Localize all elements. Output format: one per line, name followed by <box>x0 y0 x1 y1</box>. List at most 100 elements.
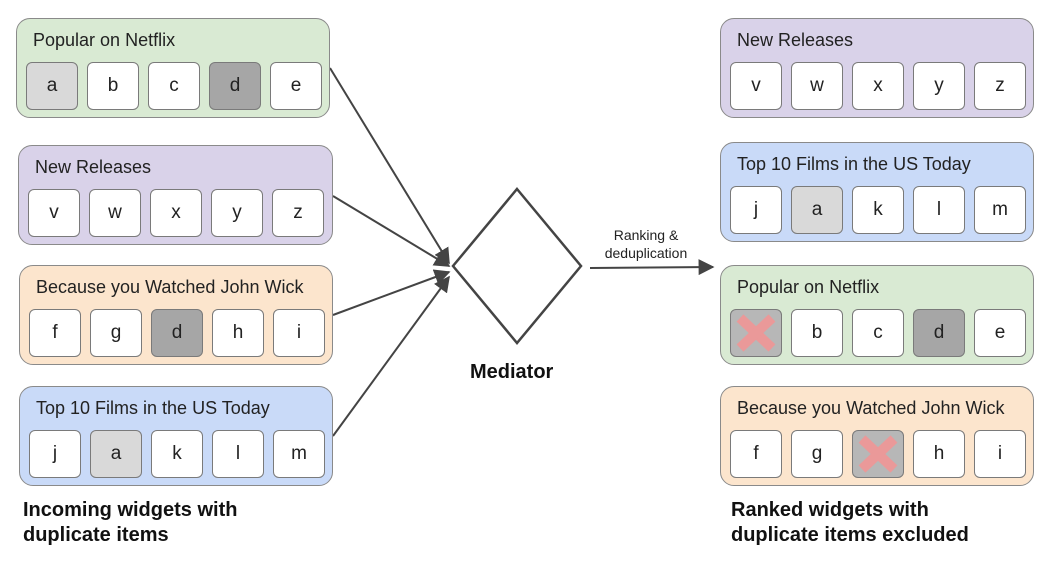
item-label: y <box>934 75 944 96</box>
widget-new-releases: New Releases v w x y z <box>720 18 1034 118</box>
item-j: j <box>730 186 782 234</box>
item-x: x <box>852 62 904 110</box>
item-label: v <box>751 75 761 96</box>
ranked-caption: Ranked widgets with duplicate items excl… <box>731 498 969 548</box>
item-h: h <box>913 430 965 478</box>
arrow-new-releases <box>332 195 451 267</box>
ranking-label-line2: deduplication <box>604 245 688 261</box>
item-label: k <box>873 199 883 220</box>
item-w: w <box>89 189 141 237</box>
item-g: g <box>90 309 142 357</box>
item-label: l <box>936 199 942 220</box>
item-label: i <box>997 443 1003 464</box>
item-label: z <box>995 75 1005 96</box>
item-z: z <box>272 189 324 237</box>
item-label: b <box>811 322 823 343</box>
item-label: e <box>994 322 1006 343</box>
widget-items: v w x y z <box>730 62 1026 110</box>
item-label: h <box>933 443 945 464</box>
widget-title: Because you Watched John Wick <box>737 398 1005 418</box>
widget-title: Because you Watched John Wick <box>36 277 304 297</box>
widget-because-you-watched-john-wick: Because you Watched John Wick f g h i <box>720 386 1034 486</box>
item-f: f <box>29 309 81 357</box>
arrow-john-wick <box>332 269 451 316</box>
item-b: b <box>87 62 139 110</box>
widget-title: New Releases <box>737 30 854 50</box>
item-label: x <box>873 75 883 96</box>
item-label: j <box>52 443 58 464</box>
widget-title: Top 10 Films in the US Today <box>36 398 270 418</box>
item-d: d <box>209 62 261 110</box>
item-i: i <box>974 430 1026 478</box>
item-v: v <box>28 189 80 237</box>
widget-items: f g h i <box>730 430 1026 478</box>
item-l: l <box>913 186 965 234</box>
widget-popular-on-netflix: Popular on Netflix b c d e <box>720 265 1034 365</box>
item-d: d <box>913 309 965 357</box>
excluded-item <box>730 309 782 357</box>
cross-icon <box>736 314 776 352</box>
item-w: w <box>791 62 843 110</box>
item-z: z <box>974 62 1026 110</box>
item-label: g <box>110 322 122 343</box>
item-l: l <box>212 430 264 478</box>
item-label: h <box>232 322 244 343</box>
item-label: d <box>229 75 241 96</box>
item-m: m <box>974 186 1026 234</box>
widget-because-you-watched-john-wick: Because you Watched John Wick f g d h i <box>19 265 333 365</box>
item-a: a <box>791 186 843 234</box>
item-label: e <box>290 75 302 96</box>
item-label: y <box>232 202 242 223</box>
item-g: g <box>791 430 843 478</box>
item-d: d <box>151 309 203 357</box>
arrow-top10 <box>332 275 450 437</box>
item-label: k <box>172 443 182 464</box>
item-label: x <box>171 202 181 223</box>
incoming-caption-line1: Incoming widgets with <box>23 499 238 521</box>
mediator-diamond <box>451 187 583 345</box>
ranked-caption-line1: Ranked widgets with <box>731 499 929 521</box>
ranked-caption-line2: duplicate items excluded <box>731 524 969 546</box>
item-y: y <box>211 189 263 237</box>
item-label: d <box>933 322 945 343</box>
item-f: f <box>730 430 782 478</box>
item-b: b <box>791 309 843 357</box>
cross-icon <box>858 435 898 473</box>
item-label: g <box>811 443 823 464</box>
item-i: i <box>273 309 325 357</box>
item-label: m <box>291 443 307 464</box>
item-label: c <box>169 75 179 96</box>
excluded-item <box>852 430 904 478</box>
item-a: a <box>26 62 78 110</box>
widget-popular-on-netflix: Popular on Netflix a b c d e <box>16 18 330 118</box>
widget-title: New Releases <box>35 157 152 177</box>
item-label: c <box>873 322 883 343</box>
widget-top-10-films-in-the-us-today: Top 10 Films in the US Today j a k l m <box>19 386 333 486</box>
item-m: m <box>273 430 325 478</box>
item-y: y <box>913 62 965 110</box>
widget-title: Popular on Netflix <box>737 277 880 297</box>
item-label: b <box>107 75 119 96</box>
item-c: c <box>852 309 904 357</box>
item-c: c <box>148 62 200 110</box>
item-label: a <box>811 199 823 220</box>
ranking-label-line1: Ranking & <box>613 227 679 243</box>
item-label: i <box>296 322 302 343</box>
arrow-output <box>589 259 715 276</box>
item-a: a <box>90 430 142 478</box>
widget-items: a b c d e <box>26 62 322 110</box>
item-e: e <box>974 309 1026 357</box>
item-label: d <box>171 322 183 343</box>
widget-title: Popular on Netflix <box>33 30 176 50</box>
item-label: f <box>753 443 759 464</box>
item-h: h <box>212 309 264 357</box>
item-label: w <box>810 75 824 96</box>
item-e: e <box>270 62 322 110</box>
item-label: a <box>110 443 122 464</box>
